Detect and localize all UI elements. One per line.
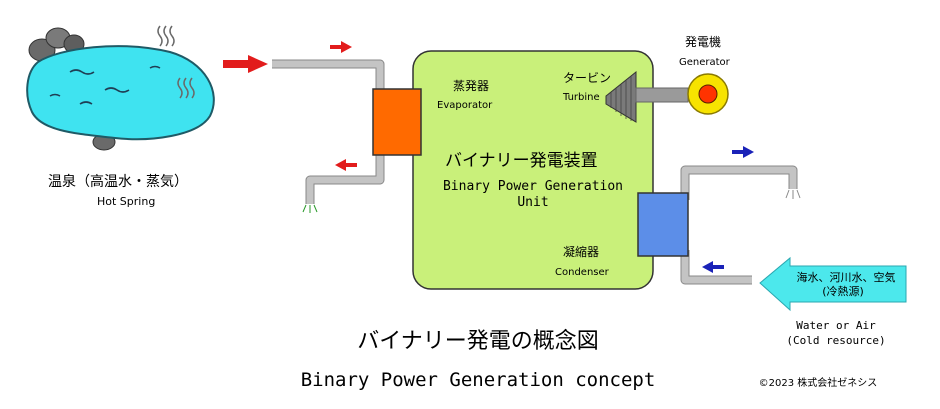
evaporator-box [372, 88, 422, 156]
generator-label-en: Generator [679, 57, 731, 68]
turbine-icon [605, 70, 689, 123]
generator-icon [687, 73, 729, 115]
binary-unit-box [412, 50, 654, 290]
generator-label-ja: 発電機 [685, 34, 721, 49]
evaporator-label-en: Evaporator [437, 100, 493, 111]
copyright-text: ©2023 株式会社ゼネシス [759, 376, 878, 389]
hot-spring-pool [26, 45, 215, 141]
cold-source-label-ja: 海水、河川水、空気 [797, 270, 896, 284]
cold-source-label-en-sub: (Cold resource) [786, 334, 885, 347]
cold-source-label-en: Water or Air [796, 319, 876, 332]
hot-water-pipe [272, 59, 385, 204]
condenser-box [637, 192, 689, 257]
hot-spring [26, 25, 215, 151]
hot-return-arrow-icon [335, 159, 357, 171]
cold-water-outlet-icon [785, 189, 801, 199]
cold-inflow-arrow-icon [702, 261, 724, 273]
hot-flow-arrow-icon [330, 41, 352, 53]
hot-water-outlet-icon [302, 204, 318, 213]
caption-title-ja: バイナリー発電の概念図 [357, 329, 599, 354]
caption-title-en: Binary Power Generation concept [301, 369, 656, 391]
steam-icon [157, 25, 195, 99]
turbine-label-ja: タービン [563, 71, 611, 85]
cold-source-label-ja-sub: (冷熱源) [822, 284, 864, 298]
condenser-label-ja: 凝縮器 [563, 244, 599, 259]
cold-water-pipe [680, 165, 798, 285]
hot-inflow-arrow-icon [223, 55, 268, 73]
cold-source-arrow [759, 256, 907, 312]
hot-spring-label-en: Hot Spring [97, 195, 155, 208]
unit-title-en-line1: Binary Power Generation [443, 179, 623, 194]
condenser-label-en: Condenser [555, 267, 610, 278]
unit-title-ja: バイナリー発電装置 [445, 151, 598, 171]
hot-spring-label-ja: 温泉（高温水・蒸気） [48, 173, 188, 190]
cold-outflow-arrow-icon [732, 146, 754, 158]
turbine-label-en: Turbine [562, 92, 600, 103]
unit-title-en-line2: Unit [517, 195, 548, 210]
evaporator-label-ja: 蒸発器 [453, 79, 489, 93]
